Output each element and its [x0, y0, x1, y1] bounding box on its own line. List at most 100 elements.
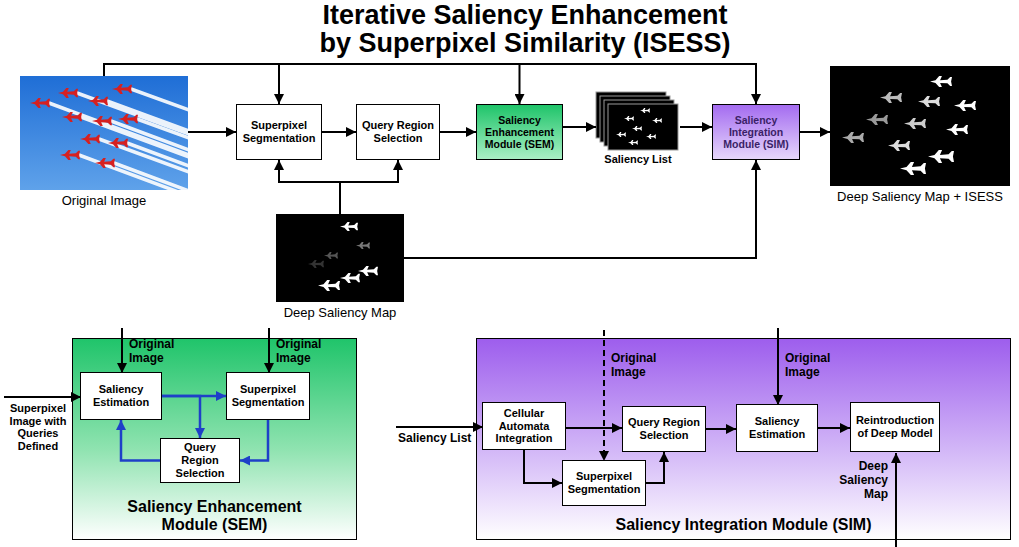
box-label: Superpixel Segmentation	[241, 119, 317, 145]
process-box: Saliency Estimation	[80, 372, 162, 420]
box-label: Superpixel Segmentation	[231, 383, 305, 409]
jet	[340, 222, 358, 231]
input-arrow	[121, 328, 123, 373]
jet	[324, 252, 338, 259]
box-label: Saliency Estimation	[741, 415, 813, 441]
input-label: Original Image	[129, 338, 185, 366]
box-label: Saliency Estimation	[85, 383, 157, 409]
image-node: Original Image	[20, 76, 188, 190]
saliency-jets	[616, 108, 662, 145]
jet	[108, 138, 128, 148]
box-label: Saliency Integration Module (SIM)	[717, 114, 795, 150]
contrails	[49, 89, 188, 190]
box-label: Saliency Enhancement Module (SEM)	[481, 114, 558, 150]
input-wires	[4, 328, 896, 547]
process-box: Cellular Automata Integration	[482, 402, 566, 450]
contrail	[79, 155, 188, 190]
jet	[842, 132, 864, 143]
jet	[632, 126, 642, 131]
red-jets	[30, 84, 138, 168]
input-arrow	[396, 426, 483, 428]
connector-arrow	[162, 396, 200, 438]
dashed-input-arrow	[603, 330, 605, 461]
box-label: Cellular Automata Integration	[487, 407, 561, 446]
connector-arrow	[563, 126, 596, 128]
jet	[30, 98, 50, 108]
input-arrow	[777, 328, 779, 405]
process-box: Query Region Selection	[622, 406, 706, 452]
connector-arrow	[800, 131, 830, 133]
jet	[624, 116, 634, 121]
jet	[904, 118, 926, 129]
jet	[640, 108, 650, 113]
diagram-title: Iterative Saliency Enhancement by Superp…	[309, 1, 741, 57]
connector-arrow	[322, 131, 356, 133]
connector-arrow	[404, 160, 756, 258]
box-label: Query Region Selection	[627, 416, 701, 442]
image-node: Deep Saliency Map + ISESS	[830, 66, 1010, 186]
jet	[112, 84, 132, 94]
input-label: Original Image	[276, 338, 332, 366]
connector-arrow	[680, 126, 712, 128]
connector-arrow	[104, 64, 756, 104]
jet	[95, 158, 115, 168]
jet	[616, 132, 626, 137]
connector-arrow	[646, 452, 664, 483]
jet	[946, 124, 968, 135]
contrail	[131, 89, 188, 110]
jet	[954, 100, 976, 111]
jet	[92, 116, 112, 126]
process-box: Saliency Estimation	[736, 404, 818, 452]
module-box: Saliency Integration Module (SIM)	[712, 104, 800, 160]
process-box: Reintroduction of Deep Model	[850, 402, 940, 452]
jet	[652, 118, 662, 123]
box-label: Superpixel Segmentation	[567, 470, 641, 496]
image-caption: Deep Saliency Map + ISESS	[800, 189, 1019, 204]
box-label: Reintroduction of Deep Model	[855, 414, 935, 440]
jet	[80, 134, 100, 144]
module-panel: Saliency Enhancement Module (SEM) Salienc…	[72, 338, 357, 540]
connector-arrow	[121, 420, 160, 461]
input-arrow	[4, 396, 81, 398]
contrail	[114, 163, 188, 190]
image-caption: Saliency List	[566, 153, 710, 165]
contrail	[127, 143, 188, 166]
jet	[356, 242, 370, 249]
input-arrow	[268, 328, 270, 373]
input-label: Deep Saliency Map	[836, 460, 888, 501]
saliency-frame	[608, 104, 678, 150]
connector-arrow	[340, 160, 398, 214]
deep-map-image	[276, 214, 404, 302]
process-box: Superpixel Segmentation	[226, 372, 310, 420]
panel-title: Saliency Enhancement Module (SEM)	[115, 498, 315, 534]
sem-panel-fill	[72, 338, 357, 540]
connector-arrow	[188, 131, 236, 133]
image-caption: Deep Saliency Map	[246, 305, 434, 320]
jet	[866, 114, 888, 125]
sim-panel-fill	[476, 338, 1011, 540]
input-label: Original Image	[611, 352, 667, 380]
image-caption: Original Image	[0, 193, 218, 208]
input-label: Original Image	[785, 352, 841, 380]
jet	[628, 140, 638, 145]
result-image	[830, 66, 1010, 186]
image-node: Saliency List	[596, 92, 680, 150]
process-box: Query Region Selection	[356, 104, 440, 160]
jet	[900, 162, 926, 175]
input-label: Superpixel Image with Queries Defined	[4, 402, 72, 453]
box-label: Query Region Selection	[165, 441, 235, 480]
image-node: Deep Saliency Map	[276, 214, 404, 302]
process-box: Superpixel Segmentation	[562, 460, 646, 506]
jet	[928, 150, 954, 163]
connector-arrow	[566, 427, 622, 429]
connector-arrow	[279, 160, 340, 214]
connector-arrow	[104, 64, 279, 104]
jet	[880, 92, 902, 103]
jet	[58, 88, 78, 98]
input-arrow	[895, 453, 897, 547]
module-box: Saliency Enhancement Module (SEM)	[476, 104, 563, 160]
jet	[888, 140, 910, 151]
jet	[930, 76, 952, 87]
connector-arrow	[240, 420, 268, 461]
